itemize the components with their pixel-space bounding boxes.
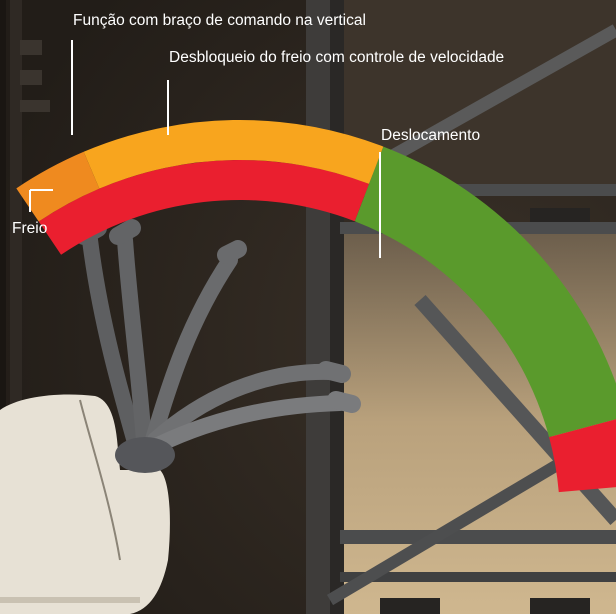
pallet-truck-icon bbox=[0, 394, 175, 614]
label-travel: Deslocamento bbox=[381, 127, 481, 144]
leader-line-brake bbox=[29, 189, 53, 212]
leader-lines bbox=[29, 40, 381, 258]
zone-vertical-arm bbox=[16, 151, 100, 222]
zone-brake-lower bbox=[549, 419, 616, 493]
label-brake: Freio bbox=[12, 220, 48, 237]
tiller-zone-arc bbox=[16, 120, 616, 493]
zone-brake bbox=[38, 160, 370, 255]
label-brake-release: Desbloqueio do freio com controle de vel… bbox=[169, 49, 505, 66]
label-vertical-arm: Função com braço de comando na vertical bbox=[73, 12, 366, 29]
tiller-handle-icon bbox=[75, 219, 361, 468]
zone-travel bbox=[354, 146, 616, 438]
zone-brake-release bbox=[83, 120, 384, 189]
